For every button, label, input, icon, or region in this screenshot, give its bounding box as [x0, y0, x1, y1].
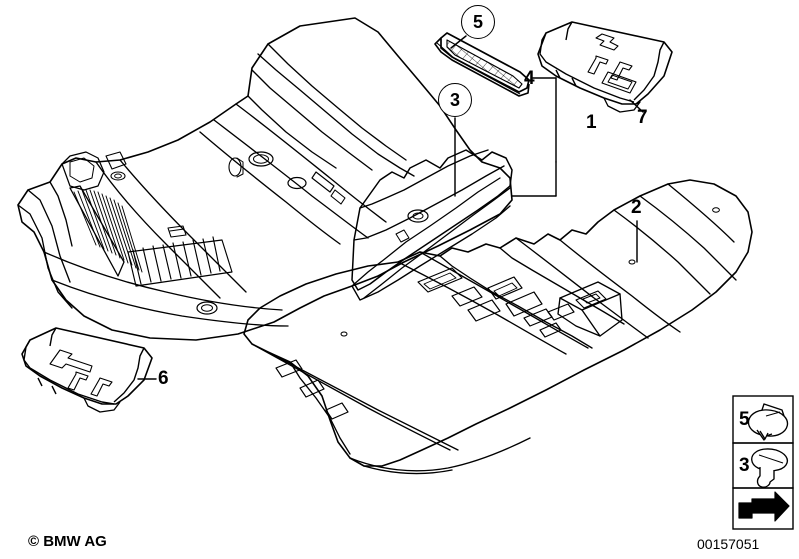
legend-row-5-number: 5	[739, 409, 750, 430]
view-direction-arrow-icon	[738, 491, 790, 522]
clip-fastener-icon	[747, 403, 789, 441]
legend-row-3-number: 3	[739, 455, 750, 476]
callout-4-label[interactable]: 4	[524, 68, 535, 89]
callout-3-circle[interactable]: 3	[438, 83, 472, 117]
callout-5-circle[interactable]: 5	[461, 5, 495, 39]
callout-5-label: 5	[472, 11, 483, 32]
part-cover-panel-left	[21, 327, 153, 413]
drawing-number: 00157051	[697, 536, 760, 552]
callout-2-label[interactable]: 2	[631, 197, 642, 218]
copyright-notice: © BMW AG	[28, 533, 107, 550]
callout-7-label[interactable]: 7	[637, 107, 648, 128]
part-front-floor-covering	[17, 17, 513, 341]
expanding-rivet-icon	[751, 448, 789, 488]
leader-7	[629, 99, 644, 113]
callout-3-label: 3	[449, 89, 460, 110]
part-cover-panel-right	[537, 21, 673, 113]
leader-lines	[137, 35, 644, 380]
part-rear-floor-covering	[243, 179, 753, 475]
callout-1-label[interactable]: 1	[586, 112, 597, 133]
legend-box	[732, 395, 794, 530]
part-storage-net-pocket	[434, 32, 530, 97]
callout-6-label[interactable]: 6	[158, 368, 169, 389]
